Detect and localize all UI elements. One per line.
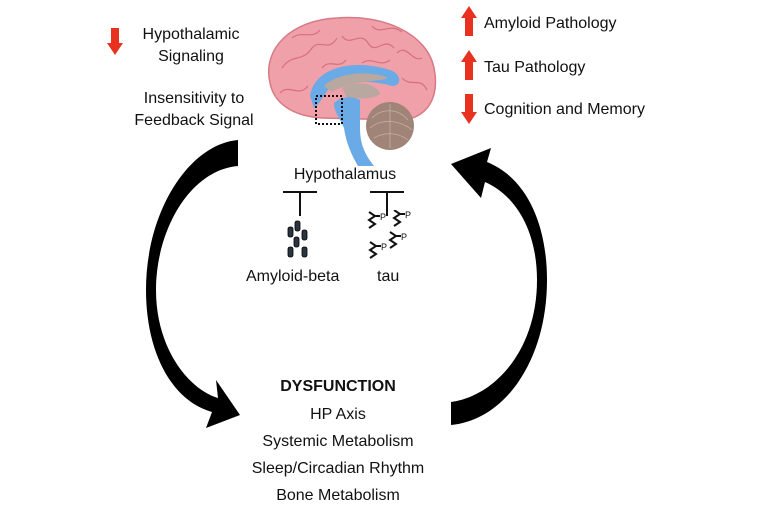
hypothalamic-signaling-label: Hypothalamic Signaling [133,24,249,68]
dysfunction-item: Bone Metabolism [276,487,400,504]
insensitivity-label: Insensitivity to Feedback Signal [118,88,270,132]
dysfunction-item: Sleep/Circadian Rhythm [251,460,425,477]
increase-arrow-icon [461,50,477,80]
amyloid-beta-label: Amyloid-beta [246,268,340,285]
phosphate-label: P [380,212,386,222]
tau-label: tau [377,268,400,285]
dysfunction-item: HP Axis [310,406,366,423]
brainstem [334,97,374,166]
phosphate-label: P [405,210,411,220]
cognition-memory-label: Cognition and Memory [484,101,645,118]
insensitivity-line1: Insensitivity to [143,90,245,107]
dysfunction-block: DYSFUNCTION HP Axis Systemic Metabolism … [238,376,438,507]
dysfunction-item: Systemic Metabolism [262,433,414,450]
hypothalamic-signaling-line2: Signaling [158,48,224,65]
hypothalamus-label: Hypothalamus [293,166,397,183]
tau-pathology-label: Tau Pathology [484,59,586,76]
amyloid-beta-aggregates-icon [286,220,316,260]
phosphate-label: P [381,242,387,252]
corpus-callosum [324,73,388,92]
dysfunction-title: DYSFUNCTION [280,378,396,395]
increase-arrow-icon [461,6,477,36]
thalamus [342,83,380,99]
phosphate-label: P [401,232,407,242]
decrease-arrow-icon [107,28,123,56]
cycle-arrow-up-icon [445,140,555,430]
inhibition-bar-tau [370,190,404,216]
hypothalamus-highlight-box [315,95,343,125]
hypothalamic-signaling-line1: Hypothalamic [142,26,240,43]
amyloid-pathology-label: Amyloid Pathology [484,15,617,32]
phosphorylated-tau-icon: P P P P [366,210,416,266]
cycle-arrow-down-icon [140,130,250,430]
inhibition-bar-amyloid [283,190,317,216]
decrease-arrow-icon [461,94,477,124]
brain-illustration [262,8,442,168]
brain-gyri [279,25,428,94]
insensitivity-line2: Feedback Signal [134,112,254,129]
